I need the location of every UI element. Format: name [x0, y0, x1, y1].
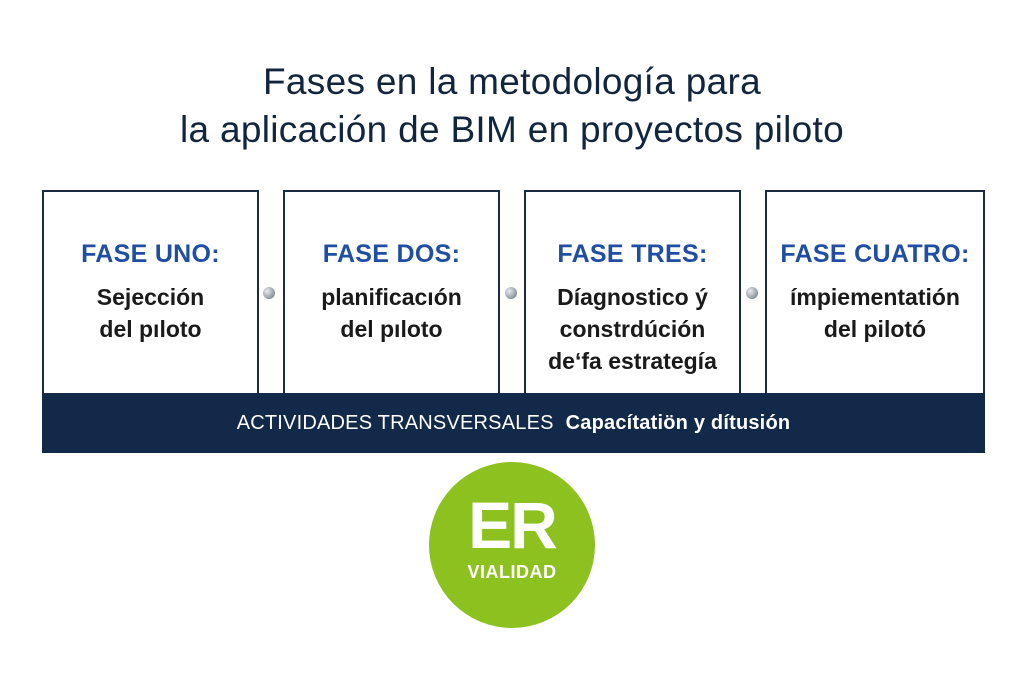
phase-title: FASE UNO:	[81, 240, 220, 268]
logo-wordmark: VIALIDAD	[467, 562, 557, 582]
phase-desc-line: Sejección	[96, 284, 205, 310]
connector-dot	[263, 287, 275, 299]
phase-desc-line: del pıloto	[99, 316, 202, 342]
phase-title: FASE CUATRO:	[780, 240, 970, 268]
band-value: Capacítatiön y dítusión	[565, 411, 791, 434]
phase-desc-line: del pilotó	[823, 316, 927, 342]
phase-desc-line: Díagnostico ý	[557, 284, 708, 310]
connector-dot	[746, 287, 758, 299]
phase-description: Sejección del pıloto	[44, 281, 257, 345]
title-line-2: la aplicación de BIM en proyectos piloto	[180, 109, 844, 150]
phase-desc-line: ímpiementatión	[790, 284, 960, 310]
phase-description: ímpiementatión del pilotó	[767, 281, 983, 345]
logo-initials: ER	[468, 488, 558, 562]
phase-box-4: FASE CUATRO: ímpiementatión del pilotó	[765, 190, 985, 393]
connector-dot	[505, 287, 517, 299]
band-label: ACTIVIDADES TRANSVERSALES	[236, 411, 554, 434]
phase-description: planificacıón del pıloto	[285, 281, 498, 345]
phase-box-2: FASE DOS: planificacıón del pıloto	[283, 190, 500, 393]
phase-desc-line: del pıloto	[340, 316, 443, 342]
phase-desc-line: de‘fa estrategía	[548, 348, 717, 374]
phase-box-3: FASE TRES: Díagnostico ý constrdúción de…	[524, 190, 741, 393]
phase-desc-line: constrdúción	[559, 316, 706, 342]
phase-desc-line: planificacıón	[321, 284, 462, 310]
phase-box-1: FASE UNO: Sejección del pıloto	[42, 190, 259, 393]
phase-description: Díagnostico ý constrdúción de‘fa estrate…	[526, 281, 739, 377]
title-line-1: Fases en la metodología para	[263, 61, 761, 102]
diagram-title: Fases en la metodología para la aplicaci…	[0, 58, 1024, 154]
transversal-activities-band: ACTIVIDADES TRANSVERSALES Capacítatiön y…	[42, 393, 985, 453]
er-vialidad-logo: ER VIALIDAD	[429, 462, 595, 628]
phase-title: FASE TRES:	[557, 240, 708, 268]
phase-title: FASE DOS:	[322, 240, 461, 268]
